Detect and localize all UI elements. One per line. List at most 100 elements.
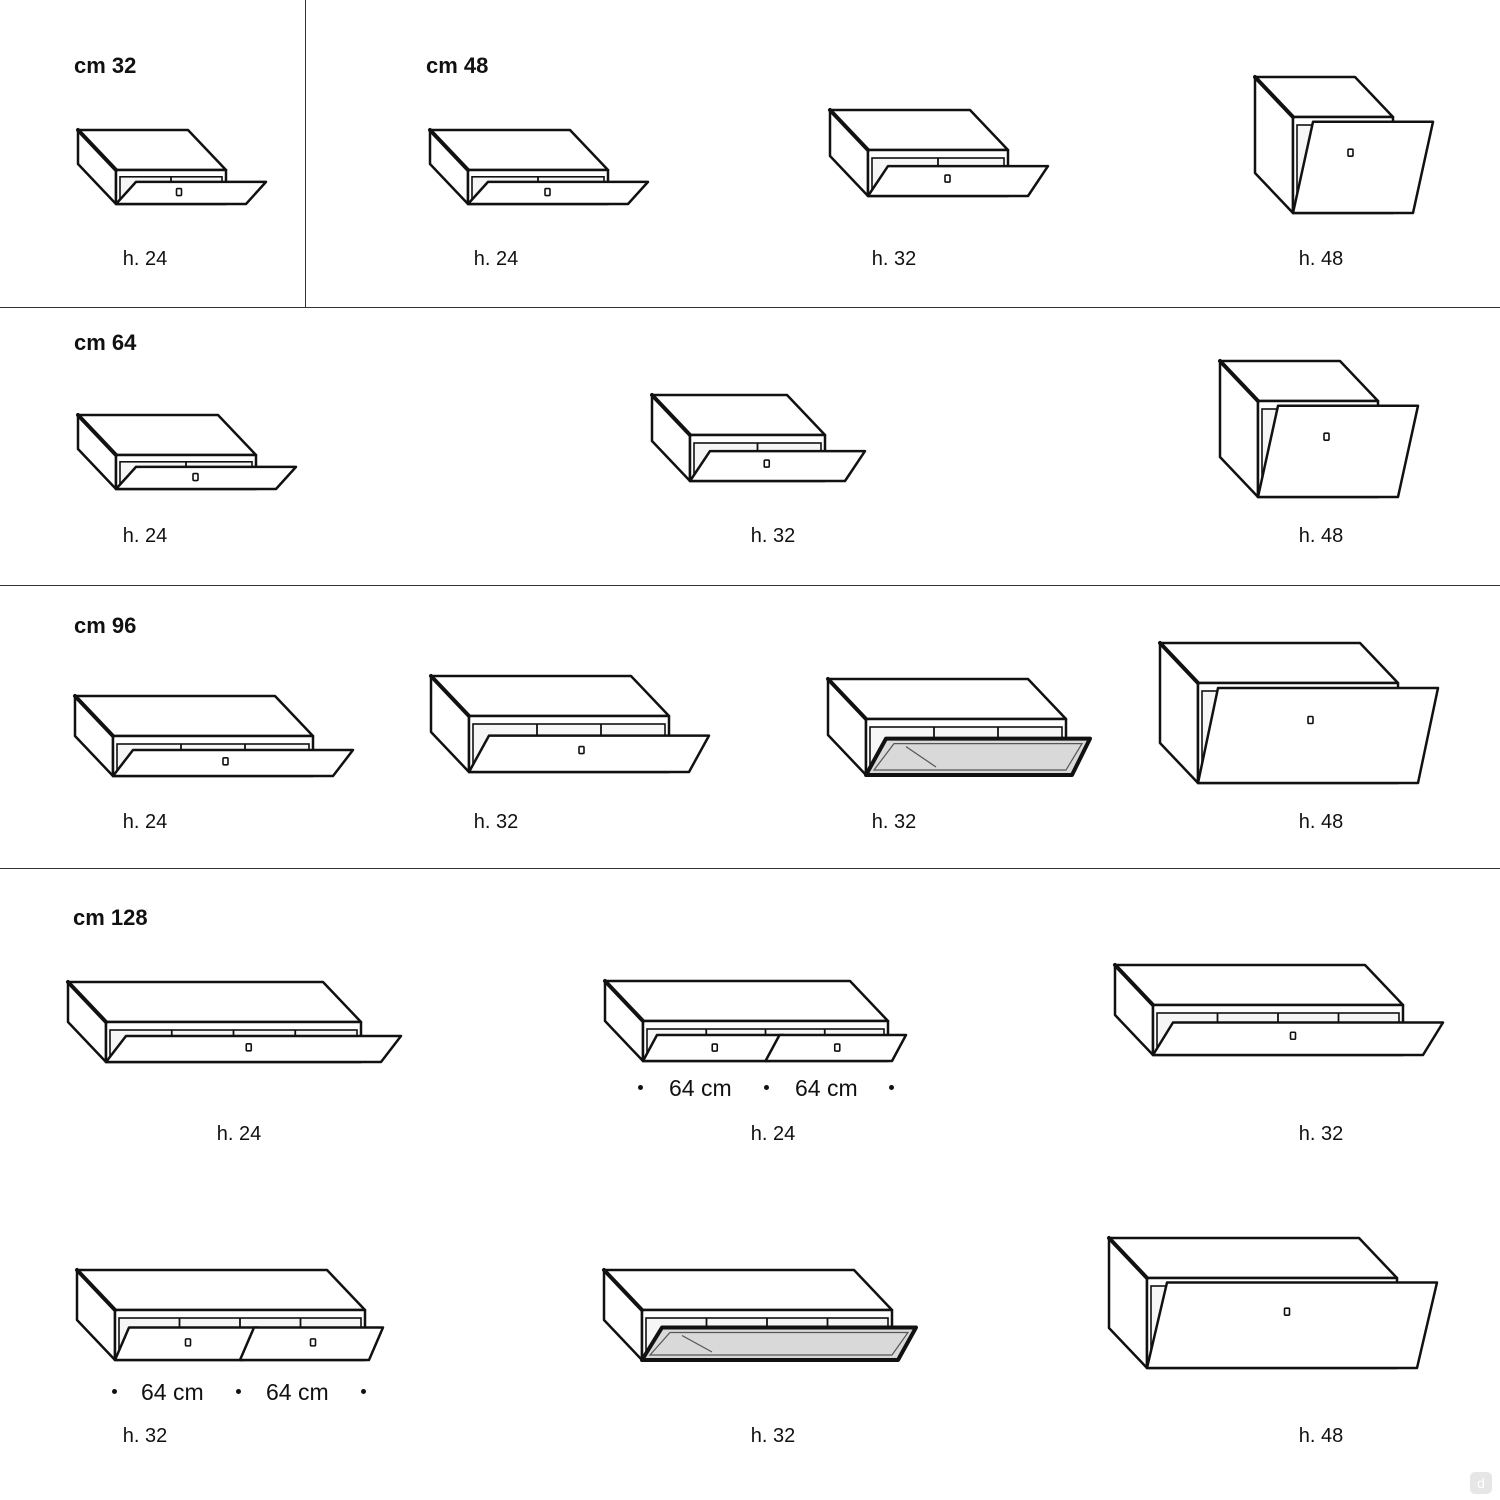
cabinet-edge bbox=[1158, 641, 1200, 685]
height-caption: h. 24 bbox=[473, 248, 519, 270]
dimension-label-right: 64 cm bbox=[266, 1379, 329, 1405]
dimension-marker bbox=[638, 1085, 643, 1090]
height-caption: h. 24 bbox=[216, 1123, 262, 1145]
flap-door bbox=[1291, 120, 1435, 215]
door-handle bbox=[1289, 1031, 1297, 1041]
section-title-cm32: cm 32 bbox=[74, 53, 137, 78]
cabinet-drawing-64-h24 bbox=[76, 413, 298, 491]
glass-reflection bbox=[681, 1334, 713, 1353]
height-caption: h. 32 bbox=[1298, 1123, 1344, 1145]
cabinet-drawing-128-h32-glass bbox=[602, 1268, 918, 1362]
glass-pane bbox=[872, 742, 1084, 771]
dimension-label-left: 64 cm bbox=[669, 1075, 732, 1101]
flap-door bbox=[1151, 1021, 1445, 1057]
cabinet-edge bbox=[1218, 359, 1260, 403]
cabinet-edge bbox=[1107, 1236, 1149, 1280]
flap-door bbox=[111, 748, 355, 778]
section-divider-3 bbox=[0, 868, 1500, 869]
door-handle bbox=[245, 1042, 253, 1052]
door-handle bbox=[833, 1043, 841, 1052]
glass-door bbox=[864, 736, 1092, 777]
door-handle bbox=[763, 459, 771, 468]
section-divider-2 bbox=[0, 585, 1500, 586]
door-handle bbox=[192, 472, 199, 482]
cabinet-edge bbox=[66, 980, 108, 1024]
height-caption: h. 24 bbox=[122, 525, 168, 547]
glass-reflection bbox=[905, 746, 937, 768]
dimension-marker bbox=[361, 1389, 366, 1394]
height-caption: h. 32 bbox=[871, 248, 917, 270]
dimension-label-right: 64 cm bbox=[795, 1075, 858, 1101]
section-divider-1 bbox=[0, 307, 1500, 308]
cabinet-edge bbox=[650, 393, 692, 437]
cabinet-edge bbox=[76, 128, 118, 172]
cabinet-edge bbox=[429, 674, 471, 718]
cabinet-top bbox=[429, 674, 671, 718]
flap-door bbox=[1196, 686, 1440, 785]
height-caption: h. 24 bbox=[750, 1123, 796, 1145]
flap-door bbox=[1145, 1281, 1439, 1370]
cabinet-edge bbox=[826, 677, 868, 721]
cabinet-drawing-128-h32 bbox=[1113, 963, 1445, 1057]
cabinet-edge bbox=[602, 1268, 644, 1312]
door-handle bbox=[1307, 715, 1314, 725]
door-handle bbox=[1323, 432, 1330, 441]
flap-door bbox=[466, 180, 650, 206]
door-handle bbox=[944, 174, 951, 183]
cabinet-top bbox=[75, 1268, 367, 1312]
door-handle bbox=[711, 1043, 719, 1052]
door-handle bbox=[222, 756, 229, 766]
height-caption: h. 24 bbox=[122, 248, 168, 270]
logo-mark-icon: d bbox=[1470, 1472, 1492, 1494]
height-caption: h. 32 bbox=[122, 1425, 168, 1447]
door-handle bbox=[544, 187, 551, 197]
glass-pane bbox=[648, 1331, 910, 1356]
cabinet-edge bbox=[428, 128, 470, 172]
flap-door bbox=[114, 180, 268, 206]
cabinet-edge bbox=[1113, 963, 1155, 1007]
section-title-cm128: cm 128 bbox=[73, 905, 148, 930]
cabinet-drawing-32-h24 bbox=[76, 128, 268, 206]
flap-door bbox=[114, 465, 298, 491]
door-handle bbox=[1283, 1307, 1291, 1316]
cabinet-drawing-48-h32 bbox=[828, 108, 1050, 198]
flap-door bbox=[1256, 404, 1420, 499]
flap-door bbox=[866, 164, 1050, 198]
cabinet-edge bbox=[73, 694, 115, 738]
cabinet-top bbox=[1158, 641, 1400, 685]
cabinet-edge bbox=[75, 1268, 117, 1312]
flap-door bbox=[688, 449, 867, 483]
cabinet-top bbox=[73, 694, 315, 738]
section-title-cm48: cm 48 bbox=[426, 53, 489, 78]
section-title-cm96: cm 96 bbox=[74, 613, 137, 638]
cabinet-edge bbox=[1253, 75, 1295, 119]
door-handle bbox=[1347, 148, 1354, 157]
cabinet-drawing-128-h24-double bbox=[603, 979, 908, 1063]
cabinet-top bbox=[1107, 1236, 1399, 1280]
door-handle bbox=[309, 1338, 317, 1347]
cabinet-edge bbox=[828, 108, 870, 152]
height-caption: h. 32 bbox=[750, 1425, 796, 1447]
cabinet-drawing-96-h48 bbox=[1158, 641, 1440, 785]
height-caption: h. 32 bbox=[473, 811, 519, 833]
dimension-label-left: 64 cm bbox=[141, 1379, 204, 1405]
cabinet-edge bbox=[603, 979, 645, 1023]
cabinet-top bbox=[603, 979, 890, 1023]
section-divider-vertical bbox=[305, 0, 306, 307]
cabinet-top bbox=[602, 1268, 894, 1312]
cabinet-drawing-64-h32 bbox=[650, 393, 867, 483]
height-caption: h. 32 bbox=[871, 811, 917, 833]
section-title-cm64: cm 64 bbox=[74, 330, 137, 355]
height-caption: h. 48 bbox=[1298, 811, 1344, 833]
flap-door bbox=[104, 1034, 403, 1064]
cabinet-edge bbox=[76, 413, 118, 457]
cabinet-top bbox=[66, 980, 363, 1024]
cabinet-top bbox=[826, 677, 1068, 721]
flap-door bbox=[467, 734, 711, 774]
height-caption: h. 48 bbox=[1298, 525, 1344, 547]
cabinet-drawing-96-h32 bbox=[429, 674, 711, 774]
cabinet-drawing-96-h24 bbox=[73, 694, 355, 778]
height-caption: h. 24 bbox=[122, 811, 168, 833]
glass-door bbox=[640, 1325, 918, 1362]
cabinet-drawing-128-h24 bbox=[66, 980, 403, 1064]
